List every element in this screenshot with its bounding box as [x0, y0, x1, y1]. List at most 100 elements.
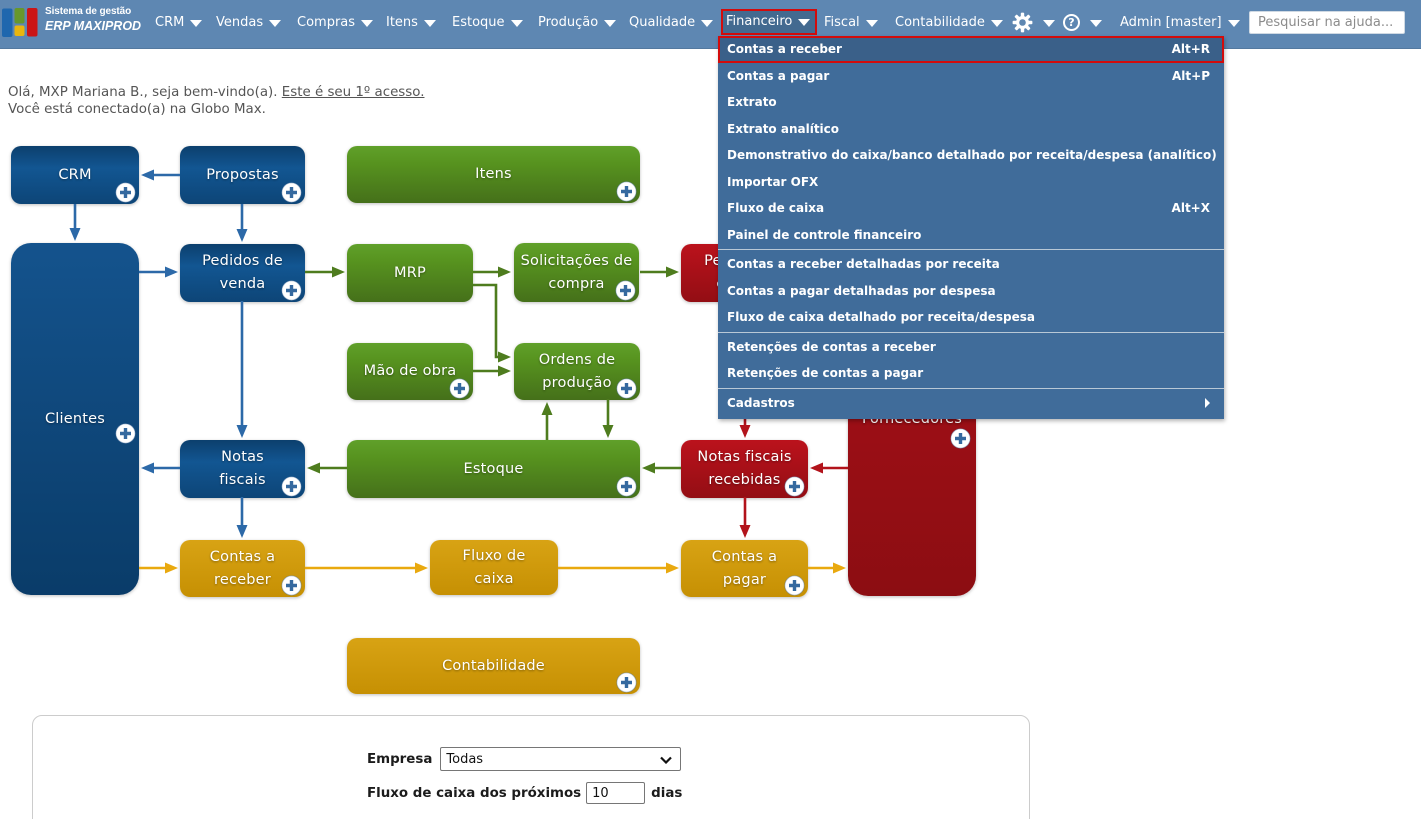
- first-access-link[interactable]: Este é seu 1º acesso.: [281, 85, 425, 100]
- menubar-item-contabilidade[interactable]: Contabilidade: [895, 9, 1003, 35]
- flowchart-box-label: Ordens de: [538, 351, 616, 368]
- top-nav-bar: Sistema de gestão ERP MAXIPROD CRM Vendas…: [0, 0, 1421, 49]
- menu-item-extrato-analitico[interactable]: Extrato analítico: [718, 116, 1224, 143]
- help-search-input[interactable]: [1249, 11, 1405, 34]
- flowchart-box-label: Solicitações de: [520, 252, 633, 269]
- add-record-plus-icon[interactable]: [114, 181, 136, 203]
- add-record-plus-icon[interactable]: [280, 181, 302, 203]
- menu-item-retencoes-de-contas-a-pagar[interactable]: Retenções de contas a pagar: [718, 360, 1224, 387]
- menu-item-label: Fluxo de caixa detalhado por receita/des…: [727, 310, 1035, 325]
- chevron-down-icon: [701, 19, 714, 27]
- menubar-item-qualidade[interactable]: Qualidade: [629, 9, 714, 35]
- add-record-plus-icon[interactable]: [615, 671, 637, 693]
- chevron-down-icon: [865, 19, 878, 27]
- settings-menu[interactable]: [1012, 9, 1055, 35]
- add-record-plus-icon[interactable]: [114, 422, 136, 444]
- help-icon: ?: [1063, 13, 1080, 31]
- flowchart-box-itens[interactable]: Itens: [347, 146, 640, 203]
- menubar-item-estoque[interactable]: Estoque: [452, 9, 523, 35]
- fluxo-caixa-days-input[interactable]: [586, 782, 646, 804]
- add-record-plus-icon[interactable]: [280, 574, 302, 596]
- menu-item-contas-a-pagar-detalhadas-por-despesa[interactable]: Contas a pagar detalhadas por despesa: [718, 278, 1224, 305]
- menu-item-label: Retenções de contas a receber: [727, 339, 936, 354]
- flowchart-box-label: compra: [548, 275, 605, 292]
- add-record-plus-icon[interactable]: [614, 279, 636, 301]
- menu-item-demonstrativo-do-caixabanco-detalhado-por-receitadespesa-analitico[interactable]: Demonstrativo do caixa/banco detalhado p…: [718, 142, 1224, 169]
- add-record-plus-icon[interactable]: [783, 475, 805, 497]
- menu-item-contas-a-pagar[interactable]: Contas a pagar Alt+P: [718, 63, 1224, 90]
- menu-item-shortcut: Alt+P: [1172, 68, 1210, 83]
- add-record-plus-icon[interactable]: [280, 475, 302, 497]
- menubar-item-producao[interactable]: Produção: [538, 9, 617, 35]
- menubar-item-itens[interactable]: Itens: [386, 9, 436, 35]
- flowchart-box-label: Contas a: [209, 548, 276, 565]
- menu-item-importar-ofx[interactable]: Importar OFX: [718, 169, 1224, 196]
- chevron-down-icon: [798, 19, 811, 27]
- flowchart-box-label: Pedidos de: [202, 253, 283, 269]
- menu-item-contas-a-receber-detalhadas-por-receita[interactable]: Contas a receber detalhadas por receita: [718, 251, 1224, 278]
- menu-item-label: Contas a receber: [727, 42, 842, 57]
- flowchart-box-label: Propostas: [206, 166, 279, 183]
- chevron-down-icon: [510, 19, 523, 27]
- menu-item-shortcut: Alt+R: [1171, 42, 1210, 57]
- flowchart-arrowhead: [739, 425, 751, 438]
- menubar-item-label: Contabilidade: [895, 14, 985, 30]
- menubar-item-crm[interactable]: CRM: [155, 9, 203, 35]
- menu-separator: [718, 387, 1224, 389]
- add-record-plus-icon[interactable]: [280, 279, 302, 301]
- chevron-down-icon: [604, 19, 617, 27]
- menu-item-painel-de-controle-financeiro[interactable]: Painel de controle financeiro: [718, 222, 1224, 249]
- empresa-label: Empresa: [367, 751, 433, 767]
- chevron-down-icon: [361, 19, 374, 27]
- menu-item-label: Cadastros: [727, 395, 795, 410]
- menu-item-retencoes-de-contas-a-receber[interactable]: Retenções de contas a receber: [718, 334, 1224, 361]
- menu-item-extrato[interactable]: Extrato: [718, 89, 1224, 116]
- flowchart-arrowhead: [141, 169, 154, 181]
- add-record-plus-icon[interactable]: [448, 377, 470, 399]
- add-record-plus-icon[interactable]: [949, 427, 971, 449]
- flowchart-box-label: CRM: [58, 166, 92, 183]
- menubar-item-label: CRM: [155, 14, 185, 30]
- dias-label: dias: [651, 785, 683, 801]
- add-record-plus-icon[interactable]: [615, 377, 637, 399]
- menubar-item-compras[interactable]: Compras: [297, 9, 374, 35]
- chevron-down-icon: [1043, 19, 1055, 27]
- empresa-select[interactable]: Todas: [440, 747, 682, 771]
- help-menu[interactable]: ?: [1063, 9, 1102, 35]
- menubar-item-vendas[interactable]: Vendas: [216, 9, 282, 35]
- menu-item-label: Extrato: [727, 95, 777, 110]
- flowchart-box-contabilidade[interactable]: Contabilidade: [347, 638, 640, 694]
- menu-item-label: Contas a receber detalhadas por receita: [727, 257, 1000, 272]
- menu-item-fluxo-de-caixa-detalhado-por-receitadespesa[interactable]: Fluxo de caixa detalhado por receita/des…: [718, 304, 1224, 331]
- chevron-down-icon: [269, 19, 282, 27]
- menu-item-label: Contas a pagar: [727, 68, 830, 83]
- flowchart-arrowhead: [541, 402, 553, 415]
- logo-icon: [2, 8, 38, 37]
- app-logo[interactable]: Sistema de gestão ERP MAXIPROD: [2, 7, 141, 37]
- flowchart-arrowhead: [69, 228, 81, 241]
- menu-item-contas-a-receber[interactable]: Contas a receber Alt+R: [718, 36, 1224, 63]
- menu-item-cadastros[interactable]: Cadastros: [718, 390, 1224, 417]
- greeting-line-2: Você está conectado(a) na Globo Max.: [8, 102, 266, 118]
- menubar-item-fiscal[interactable]: Fiscal: [824, 9, 878, 35]
- flowchart-box-mrp[interactable]: MRP: [347, 244, 473, 302]
- add-record-plus-icon[interactable]: [615, 475, 637, 497]
- flowchart-arrowhead: [332, 266, 345, 278]
- menubar-item-label: Itens: [386, 14, 418, 30]
- menubar-item-admin-master[interactable]: Admin [master]: [1120, 9, 1240, 35]
- flowchart-box-label: Notas fiscais: [697, 449, 792, 465]
- flowchart-box-estoque[interactable]: Estoque: [347, 440, 640, 498]
- flowchart-arrowhead: [498, 266, 511, 278]
- add-record-plus-icon[interactable]: [783, 574, 805, 596]
- menubar-item-financeiro[interactable]: Financeiro: [721, 9, 818, 35]
- logo-text: Sistema de gestão ERP MAXIPROD: [45, 7, 141, 33]
- flowchart-arrowhead: [165, 266, 178, 278]
- flowchart-box-clientes[interactable]: Clientes: [11, 243, 139, 595]
- add-record-plus-icon[interactable]: [615, 180, 637, 202]
